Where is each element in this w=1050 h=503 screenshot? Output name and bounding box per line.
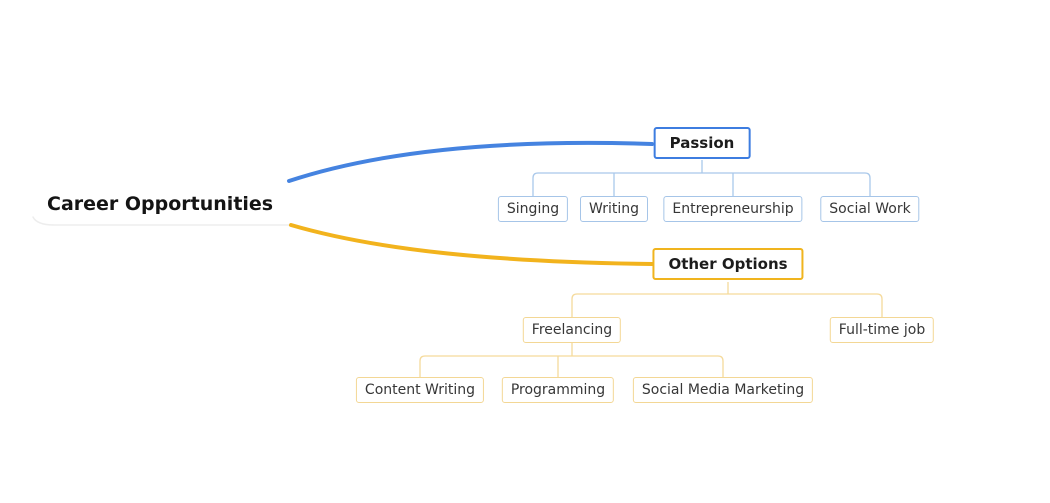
node-social-work[interactable]: Social Work [820,196,920,222]
node-content-writing[interactable]: Content Writing [355,377,485,403]
node-passion[interactable]: Passion [653,127,751,159]
node-other-options[interactable]: Other Options [652,248,804,280]
node-full-time-job[interactable]: Full-time job [829,317,935,343]
node-career-opportunities[interactable]: Career Opportunities [47,193,274,215]
node-singing[interactable]: Singing [497,196,569,222]
node-writing[interactable]: Writing [580,196,648,222]
freelancing-child-connectors [419,343,724,377]
node-social-media-marketing[interactable]: Social Media Marketing [632,377,814,403]
root-underline [32,216,292,226]
node-freelancing[interactable]: Freelancing [522,317,622,343]
branch-curve-other-options [289,223,654,266]
passion-child-connectors [532,160,871,196]
other-options-child-connectors [571,282,883,317]
branch-curve-passion [287,140,654,183]
node-programming[interactable]: Programming [501,377,615,403]
node-entrepreneurship[interactable]: Entrepreneurship [663,196,803,222]
